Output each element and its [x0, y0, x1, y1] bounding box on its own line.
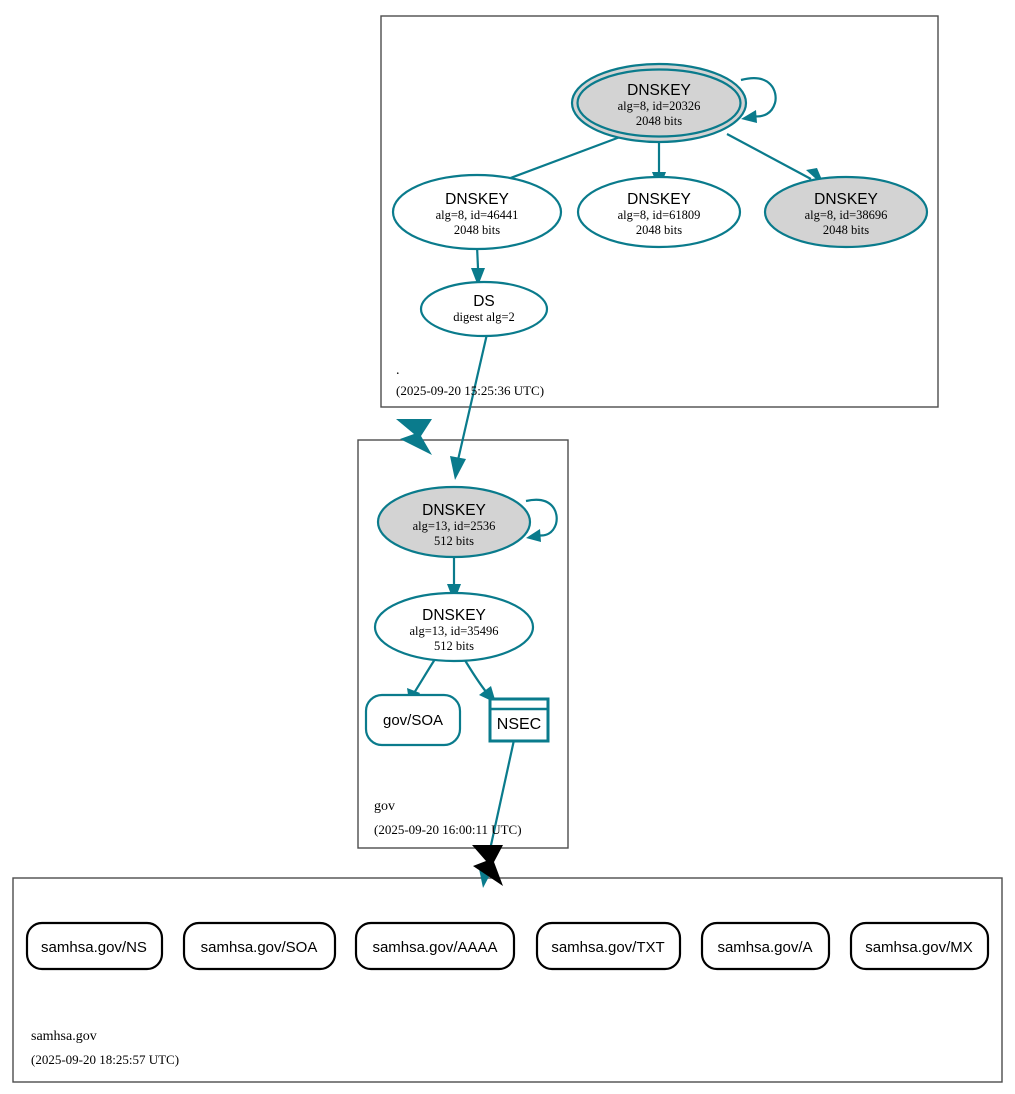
node-gov-ksk-2536[interactable]: DNSKEY alg=13, id=2536 512 bits — [376, 485, 532, 559]
zone-timestamp-samhsa: (2025-09-20 18:25:57 UTC) — [31, 1052, 179, 1067]
rrset-label: samhsa.gov/SOA — [201, 939, 318, 956]
rrset-label: samhsa.gov/MX — [865, 939, 973, 956]
edge-ds-to-gov-ksk — [450, 333, 489, 480]
node-title: DS — [473, 293, 495, 310]
edge-root-ksk-selfsign — [740, 77, 777, 123]
zone-timestamp-gov: (2025-09-20 16:00:11 UTC) — [374, 822, 522, 837]
node-root-dnskey-46441[interactable]: DNSKEY alg=8, id=46441 2048 bits — [391, 173, 563, 251]
zone-label-root: . — [396, 363, 400, 378]
rrset-label: samhsa.gov/NS — [41, 939, 147, 956]
node-params: alg=8, id=38696 — [805, 208, 888, 222]
node-params: alg=8, id=20326 — [618, 99, 701, 113]
rrset-samhsa-txt[interactable]: samhsa.gov/TXT — [535, 921, 682, 971]
rrset-samhsa-soa[interactable]: samhsa.gov/SOA — [182, 921, 337, 971]
node-params: alg=8, id=46441 — [436, 208, 519, 222]
node-size: 512 bits — [434, 534, 474, 548]
rrset-label: samhsa.gov/AAAA — [372, 939, 497, 956]
node-root-dnskey-38696[interactable]: DNSKEY alg=8, id=38696 2048 bits — [763, 175, 929, 249]
node-title: DNSKEY — [814, 191, 878, 208]
node-size: 2048 bits — [636, 223, 682, 237]
rrset-samhsa-mx[interactable]: samhsa.gov/MX — [849, 921, 990, 971]
node-title: DNSKEY — [445, 191, 509, 208]
rrset-label: samhsa.gov/TXT — [551, 939, 664, 956]
node-label: gov/SOA — [383, 712, 443, 729]
node-title: DNSKEY — [627, 191, 691, 208]
edge-gov-ksk-selfsign — [525, 498, 558, 542]
node-gov-dnskey-35496[interactable]: DNSKEY alg=13, id=35496 512 bits — [373, 591, 535, 663]
zone-label-gov: gov — [374, 799, 395, 814]
node-params: alg=13, id=2536 — [413, 519, 496, 533]
node-title: DNSKEY — [422, 502, 486, 519]
zone-label-samhsa: samhsa.gov — [31, 1029, 97, 1044]
node-root-dnskey-61809[interactable]: DNSKEY alg=8, id=61809 2048 bits — [576, 175, 742, 249]
node-params: alg=13, id=35496 — [409, 624, 498, 638]
node-root-ksk-20326[interactable]: DNSKEY alg=8, id=20326 2048 bits — [570, 62, 748, 144]
node-title: DNSKEY — [627, 82, 691, 99]
node-params: alg=8, id=61809 — [618, 208, 701, 222]
node-size: 2048 bits — [636, 114, 682, 128]
node-gov-nsec[interactable]: NSEC — [488, 697, 550, 743]
node-title: DNSKEY — [422, 607, 486, 624]
rrset-samhsa-aaaa[interactable]: samhsa.gov/AAAA — [354, 921, 516, 971]
node-size: 512 bits — [434, 639, 474, 653]
delegation-arrow-gov-to-samhsa — [472, 845, 503, 886]
node-label: NSEC — [497, 716, 541, 733]
node-root-ds[interactable]: DS digest alg=2 — [419, 280, 549, 338]
zone-timestamp-root: (2025-09-20 15:25:36 UTC) — [396, 383, 544, 398]
node-params: digest alg=2 — [453, 310, 515, 324]
zone-box-samhsa — [12, 877, 1003, 1083]
rrset-samhsa-a[interactable]: samhsa.gov/A — [700, 921, 831, 971]
node-size: 2048 bits — [454, 223, 500, 237]
rrset-label: samhsa.gov/A — [717, 939, 812, 956]
node-size: 2048 bits — [823, 223, 869, 237]
node-gov-soa-rrset[interactable]: gov/SOA — [364, 693, 462, 747]
delegation-arrow-root-to-gov — [396, 419, 432, 455]
rrset-samhsa-ns[interactable]: samhsa.gov/NS — [25, 921, 164, 971]
